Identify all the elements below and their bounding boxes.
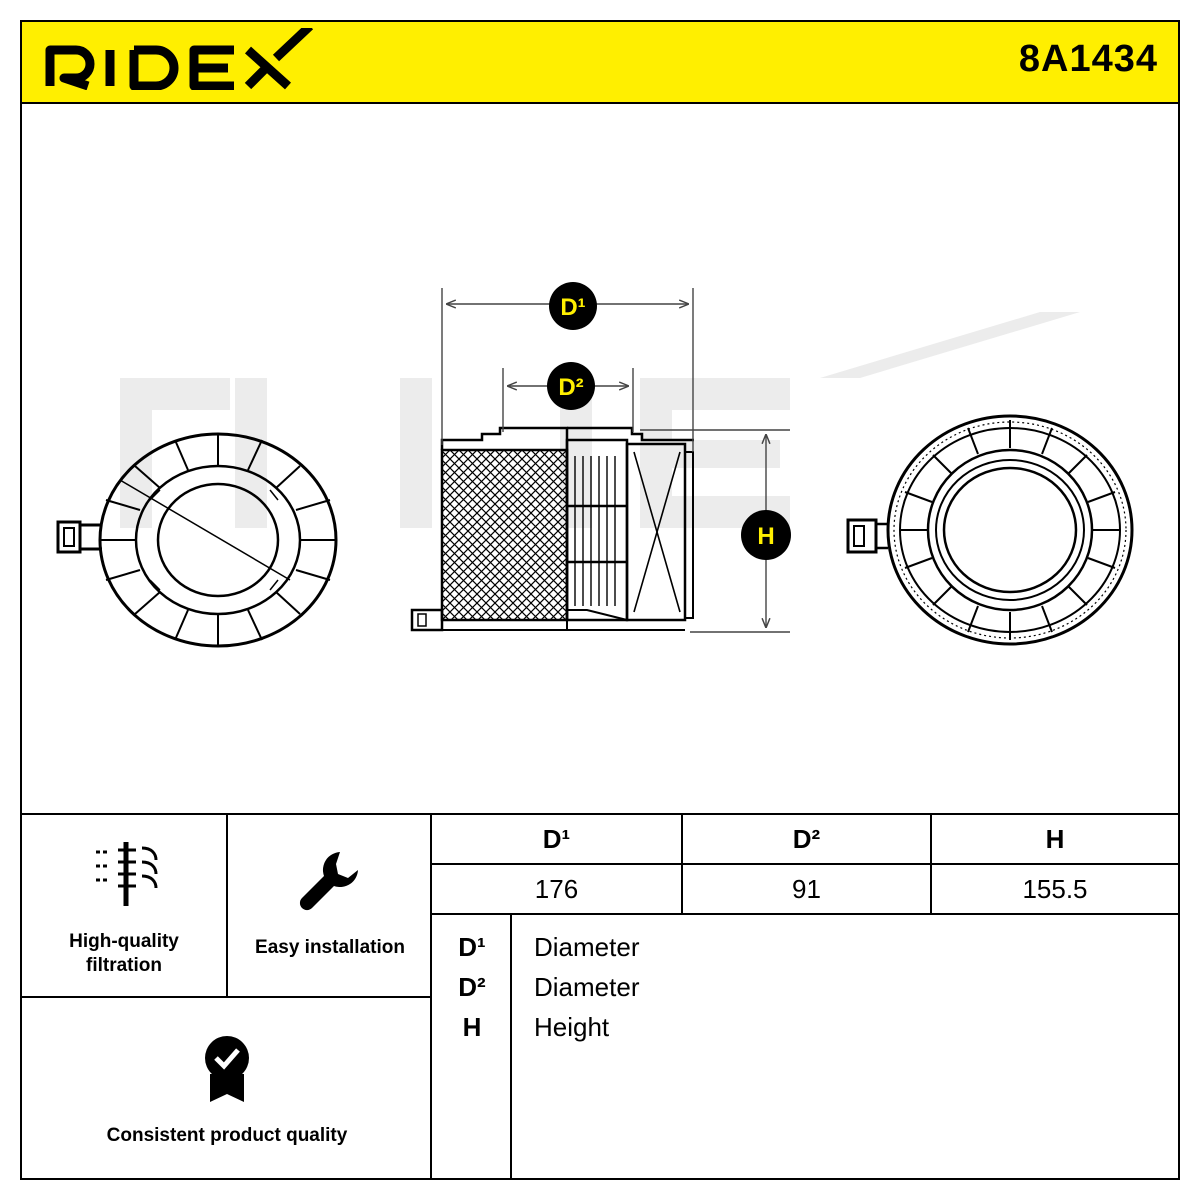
page-frame: 8A1434 High-quality filtration Easy inst…	[20, 20, 1180, 1180]
feature-filtration-label: High-quality filtration	[69, 931, 179, 976]
table-header-h: H	[1045, 824, 1065, 854]
divider	[430, 813, 432, 1178]
callout-d2: D²	[558, 374, 583, 401]
callout-d1: D¹	[560, 294, 585, 321]
divider	[22, 996, 432, 998]
divider	[430, 863, 1180, 865]
legend-symbol: D¹	[458, 932, 486, 962]
legend-description: Diameter	[534, 972, 640, 1002]
part-number: 8A1434	[1018, 38, 1158, 80]
quality-badge-icon	[205, 1036, 249, 1102]
table-value-d2: 91	[792, 874, 821, 904]
table-header-d1: D¹	[542, 824, 571, 854]
table-value-d1: 176	[534, 874, 579, 904]
feature-installation-label: Easy installation	[255, 937, 405, 958]
wrench-icon	[299, 852, 358, 911]
callout-h: H	[757, 523, 774, 550]
header-bar: 8A1434	[22, 22, 1178, 104]
divider	[681, 813, 683, 915]
divider	[510, 913, 512, 1178]
filter-side-view	[410, 282, 791, 633]
filter-left-view	[56, 432, 338, 648]
feature-quality-label: Consistent product quality	[106, 1125, 348, 1146]
legend-symbol: D²	[458, 972, 486, 1002]
dimension-callout-labels: D¹ D² H	[558, 294, 774, 550]
legend-description: Diameter	[534, 932, 640, 962]
divider	[430, 913, 1180, 915]
table-value-h: 155.5	[1022, 874, 1088, 904]
filter-right-view	[846, 414, 1134, 646]
filtration-icon	[96, 842, 158, 906]
legend-symbol: H	[462, 1012, 482, 1042]
divider	[930, 813, 932, 915]
divider	[226, 813, 228, 998]
table-header-d2: D²	[792, 824, 821, 854]
ridex-logo	[45, 28, 314, 90]
divider	[22, 813, 1178, 815]
legend-description: Height	[534, 1012, 610, 1042]
